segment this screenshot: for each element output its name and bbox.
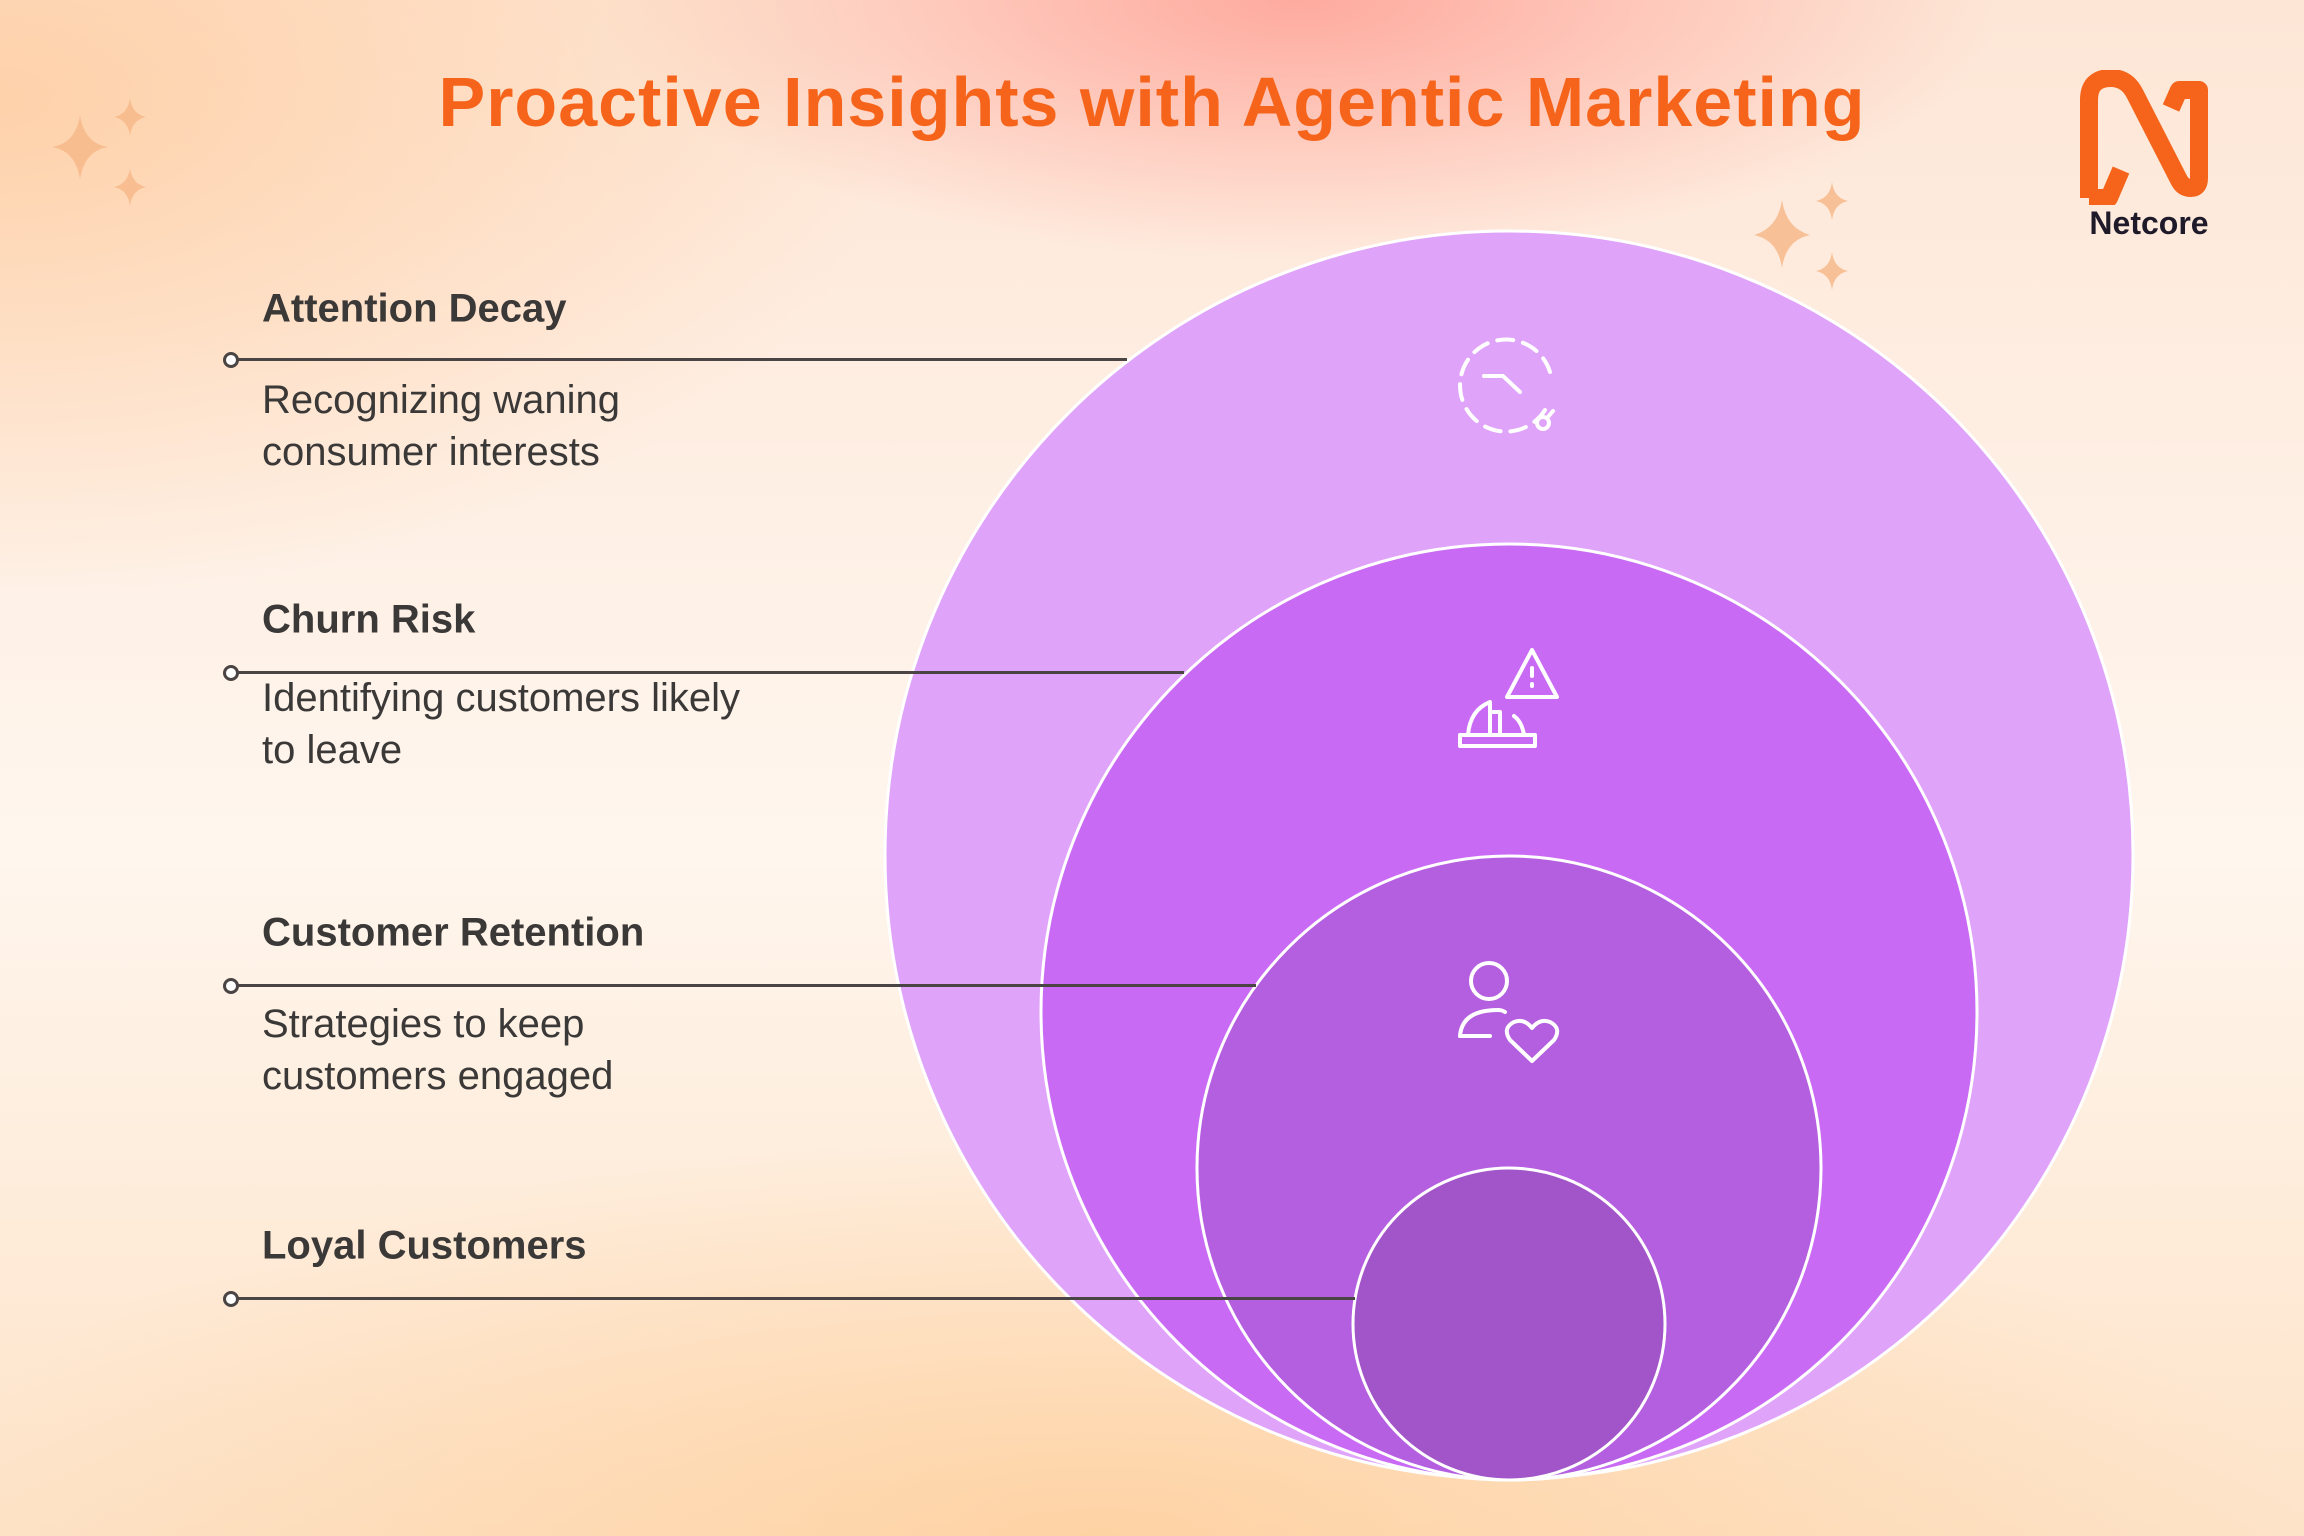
user-heart-icon (1458, 961, 1560, 1063)
connector-line (231, 671, 1184, 674)
connector-line (231, 358, 1127, 361)
sparkle-icon (114, 98, 146, 136)
connector-dot (223, 352, 239, 368)
sparkle-icon (1816, 182, 1848, 220)
page-title: Proactive Insights with Agentic Marketin… (438, 63, 1866, 141)
description-line: customers engaged (262, 1054, 614, 1098)
sparkle-decorations (52, 98, 1848, 290)
description-line: Identifying customers likely (262, 676, 740, 720)
layer-circle-loyal-customers (1351, 1166, 1667, 1482)
connector-dot (223, 978, 239, 994)
description-line: Strategies to keep (262, 1002, 585, 1046)
description-line: Recognizing waning (262, 378, 621, 422)
sparkle-icon (1816, 252, 1848, 290)
layer-description-churn-risk: Identifying customers likely to leave (262, 672, 740, 776)
sparkle-icon (52, 115, 108, 180)
description-line: to leave (262, 728, 403, 772)
layer-description-attention-decay: Recognizing waning consumer interests (262, 374, 620, 478)
clock-decay-icon (1458, 337, 1555, 434)
netcore-logo-icon (2080, 70, 2208, 205)
layer-heading-customer-retention: Customer Retention (262, 910, 645, 955)
connector-dot (223, 1291, 239, 1307)
sparkle-icon (1754, 200, 1810, 268)
layer-heading-loyal-customers: Loyal Customers (262, 1223, 587, 1268)
sparkle-icon (114, 168, 146, 206)
connector-dot (223, 665, 239, 681)
brand-name: Netcore (2089, 205, 2209, 241)
layer-description-customer-retention: Strategies to keep customers engaged (262, 998, 613, 1102)
layer-heading-attention-decay: Attention Decay (262, 286, 567, 331)
description-line: consumer interests (262, 430, 600, 474)
connector-line (231, 1297, 1355, 1300)
warning-icon (1458, 648, 1559, 748)
layer-heading-churn-risk: Churn Risk (262, 597, 476, 642)
connector-line (231, 984, 1256, 987)
